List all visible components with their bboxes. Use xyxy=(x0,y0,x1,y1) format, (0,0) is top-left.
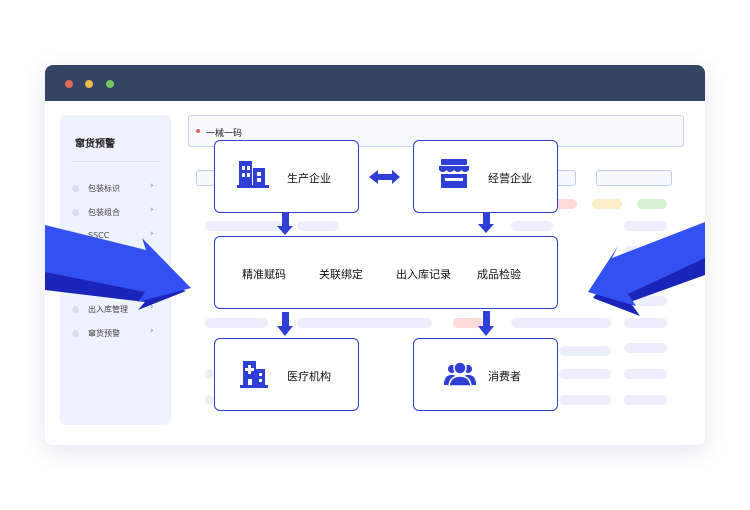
table-cell-placeholder xyxy=(205,369,213,379)
table-cell-placeholder xyxy=(559,395,611,405)
minimize-window-dot[interactable] xyxy=(85,80,93,88)
chevron-right-icon: › xyxy=(150,229,154,239)
distributor-label: 经营企业 xyxy=(488,172,532,185)
table-cell-placeholder xyxy=(559,369,611,379)
sidebar-title: 窜货预警 xyxy=(75,139,115,150)
sidebar-item-diversion-alert[interactable]: 窜货预警 › xyxy=(72,326,162,341)
sidebar-item-label: 窜货预警 xyxy=(88,329,120,338)
connector-arrows xyxy=(277,170,494,336)
table-cell-placeholder xyxy=(297,221,339,231)
status-badge-placeholder xyxy=(637,199,667,209)
process-step-binding: 关联绑定 xyxy=(319,268,363,281)
table-cell-placeholder xyxy=(297,318,432,328)
process-step-coding: 精准赋码 xyxy=(242,268,286,281)
sidebar-bullet xyxy=(72,306,79,313)
hospital-box: 医疗机构 xyxy=(214,338,359,411)
shop-icon xyxy=(439,159,469,188)
table-cell-placeholder xyxy=(624,318,667,328)
table-cell-placeholder xyxy=(205,395,213,405)
process-step-inspection: 成品检验 xyxy=(477,268,521,281)
chevron-right-icon: › xyxy=(150,205,154,215)
status-badge-placeholder xyxy=(553,199,577,209)
sidebar-item-package-label[interactable]: 包装标识 › xyxy=(72,181,162,196)
producer-box: 生产企业 xyxy=(214,140,359,213)
status-badge-placeholder xyxy=(592,199,622,209)
chevron-right-icon: › xyxy=(150,302,154,312)
producer-label: 生产企业 xyxy=(287,172,331,185)
sidebar-bullet xyxy=(72,330,79,337)
distributor-box: 经营企业 xyxy=(413,140,558,213)
table-cell-placeholder xyxy=(624,395,667,405)
tag-marker-dot xyxy=(196,129,200,133)
table-cell-placeholder xyxy=(624,296,667,306)
chevron-right-icon: › xyxy=(150,326,154,336)
table-cell-placeholder xyxy=(511,318,611,328)
building-icon xyxy=(237,161,269,188)
table-cell-placeholder xyxy=(511,221,553,231)
status-badge-placeholder xyxy=(453,318,483,328)
maximize-window-dot[interactable] xyxy=(106,80,114,88)
process-step-warehouse-record: 出入库记录 xyxy=(396,268,451,281)
sidebar-divider xyxy=(72,161,160,162)
table-cell-placeholder xyxy=(559,346,611,356)
sidebar-item-label: 包装标识 xyxy=(88,184,120,193)
users-icon xyxy=(444,361,476,387)
consumer-label: 消费者 xyxy=(488,370,521,383)
sidebar-item-label: SSCC xyxy=(88,231,110,240)
table-cell-placeholder xyxy=(624,221,667,231)
chevron-right-icon: › xyxy=(150,181,154,191)
close-window-dot[interactable] xyxy=(65,80,73,88)
sidebar-item-label: 出入库管理 xyxy=(88,305,128,314)
sidebar-item-package-combination[interactable]: 包装组合 › xyxy=(72,205,162,220)
filter-select-placeholder[interactable] xyxy=(596,170,672,186)
table-cell-placeholder xyxy=(205,318,268,328)
sidebar-item-warehouse[interactable]: 出入库管理 › xyxy=(72,302,162,317)
hospital-label: 医疗机构 xyxy=(287,370,331,383)
sidebar-bullet xyxy=(72,185,79,192)
sidebar-item-label: 包装组合 xyxy=(88,208,120,217)
right-big-arrow xyxy=(588,222,705,316)
table-cell-placeholder xyxy=(624,343,667,353)
table-cell-placeholder xyxy=(205,221,290,231)
window-titlebar xyxy=(45,65,705,101)
sidebar-bullet xyxy=(72,209,79,216)
table-cell-placeholder xyxy=(624,369,667,379)
consumer-box: 消费者 xyxy=(413,338,558,411)
hospital-icon xyxy=(240,361,268,388)
left-big-arrow xyxy=(45,225,191,310)
process-box: 精准赋码 关联绑定 出入库记录 成品检验 xyxy=(214,236,558,309)
code-search-text: 一械一码 xyxy=(206,129,243,139)
